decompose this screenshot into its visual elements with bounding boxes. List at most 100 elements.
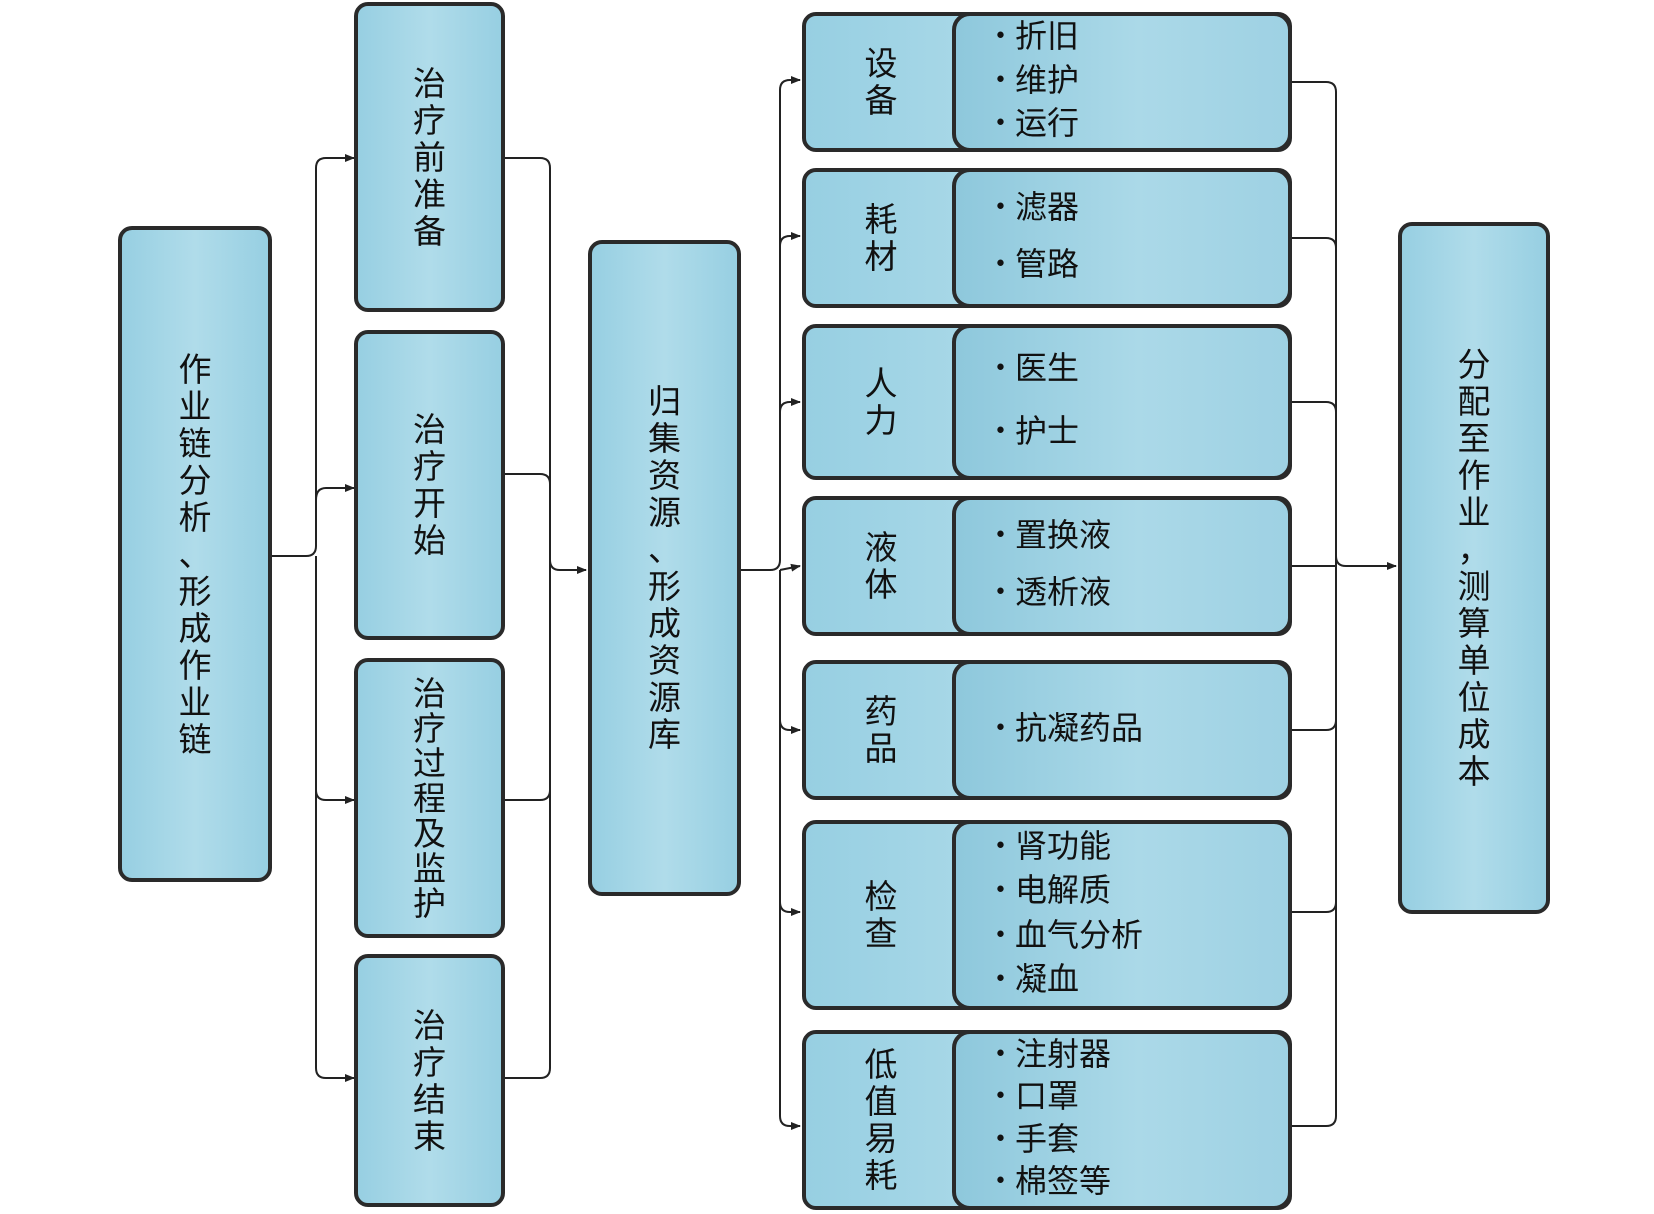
char: 程 (413, 778, 446, 818)
char: 力 (864, 401, 898, 440)
char: 准 (413, 174, 446, 214)
char: 备 (413, 211, 446, 251)
char: 资 (648, 641, 681, 680)
char: 成 (1457, 715, 1491, 754)
list-item: 血气分析 (994, 917, 1288, 958)
list-item: 凝血 (994, 961, 1288, 1002)
resource-pool-box: 归集资源、形成资源库 (588, 240, 741, 896)
job-chain-analysis-text: 作业链分析、形成作业链 (122, 230, 268, 878)
char: 疗 (413, 100, 446, 140)
char: 治 (413, 63, 446, 103)
step-treatment-end-box: 治疗结束 (354, 954, 505, 1207)
category-items: 注射器口罩手套棉签等 (952, 1030, 1292, 1210)
char: 资 (648, 456, 681, 495)
char: 监 (413, 848, 446, 888)
char: 链 (178, 423, 212, 463)
category-items: 抗凝药品 (952, 660, 1292, 800)
job-chain-analysis-box: 作业链分析、形成作业链 (118, 226, 272, 882)
char: 人 (864, 364, 898, 403)
char: 药 (864, 692, 898, 731)
char: 查 (864, 914, 898, 953)
category-label: 耗材 (806, 172, 956, 304)
allocate-cost-box: 分配至作业，测算单位成本 (1398, 222, 1550, 914)
category-items: 折旧维护运行 (952, 12, 1292, 152)
resource-pool-text: 归集资源、形成资源库 (592, 244, 737, 892)
list-item: 手套 (994, 1121, 1288, 1162)
list-item: 护士 (994, 413, 1288, 454)
char: ， (1457, 530, 1491, 569)
step-pre-treatment-box: 治疗前准备 (354, 2, 505, 312)
char: 始 (413, 521, 446, 560)
char: 本 (1457, 752, 1491, 791)
category-label: 人力 (806, 328, 956, 476)
char: 位 (1457, 678, 1491, 717)
category-drugs: 药品 抗凝药品 (802, 660, 1292, 800)
char: 源 (648, 493, 681, 532)
list-item: 注射器 (994, 1036, 1288, 1077)
list-item: 医生 (994, 350, 1288, 391)
char: 链 (178, 719, 212, 759)
char: 归 (648, 382, 681, 421)
char: 疗 (413, 1042, 446, 1082)
allocate-cost-text: 分配至作业，测算单位成本 (1402, 226, 1546, 910)
char: 至 (1457, 419, 1491, 458)
char: 源 (648, 678, 681, 717)
list-item: 滤器 (994, 189, 1288, 230)
category-items: 置换液透析液 (952, 496, 1292, 636)
list-item: 电解质 (994, 872, 1288, 913)
char: 易 (864, 1119, 898, 1158)
char: 形 (648, 567, 681, 606)
char: 配 (1457, 382, 1491, 421)
char: 、 (178, 534, 212, 574)
list-item: 透析液 (994, 574, 1288, 615)
char: 业 (1457, 493, 1491, 532)
step-treatment-process-box: 治疗过程及监护 (354, 658, 505, 938)
char: 业 (178, 386, 212, 426)
char: 成 (178, 608, 212, 648)
category-fluids: 液体 置换液透析液 (802, 496, 1292, 636)
category-items: 肾功能电解质血气分析凝血 (952, 820, 1292, 1010)
list-item: 棉签等 (994, 1163, 1288, 1204)
char: 析 (178, 497, 212, 537)
category-label: 液体 (806, 500, 956, 632)
char: 疗 (413, 447, 446, 486)
char: 治 (413, 1005, 446, 1045)
list-item: 抗凝药品 (994, 710, 1288, 751)
char: 疗 (413, 708, 446, 748)
category-items: 滤器管路 (952, 168, 1292, 308)
char: 算 (1457, 604, 1491, 643)
char: 体 (864, 565, 898, 604)
list-item: 口罩 (994, 1078, 1288, 1119)
char: 结 (413, 1079, 446, 1119)
list-item: 折旧 (994, 18, 1288, 59)
char: 材 (864, 237, 898, 276)
char: 耗 (864, 1156, 898, 1195)
char: 过 (413, 743, 446, 783)
category-label: 药品 (806, 664, 956, 796)
category-label: 设备 (806, 16, 956, 148)
list-item: 运行 (994, 105, 1288, 146)
char: 液 (864, 528, 898, 567)
step-treatment-start-box: 治疗开始 (354, 330, 505, 640)
char: 分 (1457, 345, 1491, 384)
category-equipment: 设备 折旧维护运行 (802, 12, 1292, 152)
char: 库 (648, 715, 681, 754)
category-tests: 检查 肾功能电解质血气分析凝血 (802, 820, 1292, 1010)
char: 作 (178, 645, 212, 685)
char: 单 (1457, 641, 1491, 680)
category-consumables: 耗材 滤器管路 (802, 168, 1292, 308)
char: 业 (178, 682, 212, 722)
char: 、 (648, 530, 681, 569)
step-text: 治疗前准备 (358, 6, 501, 308)
char: 分 (178, 460, 212, 500)
char: 束 (413, 1116, 446, 1156)
category-label: 检查 (806, 824, 956, 1006)
list-item: 肾功能 (994, 828, 1288, 869)
char: 检 (864, 877, 898, 916)
char: 值 (864, 1082, 898, 1121)
char: 品 (864, 729, 898, 768)
char: 治 (413, 410, 446, 449)
char: 前 (413, 137, 446, 177)
